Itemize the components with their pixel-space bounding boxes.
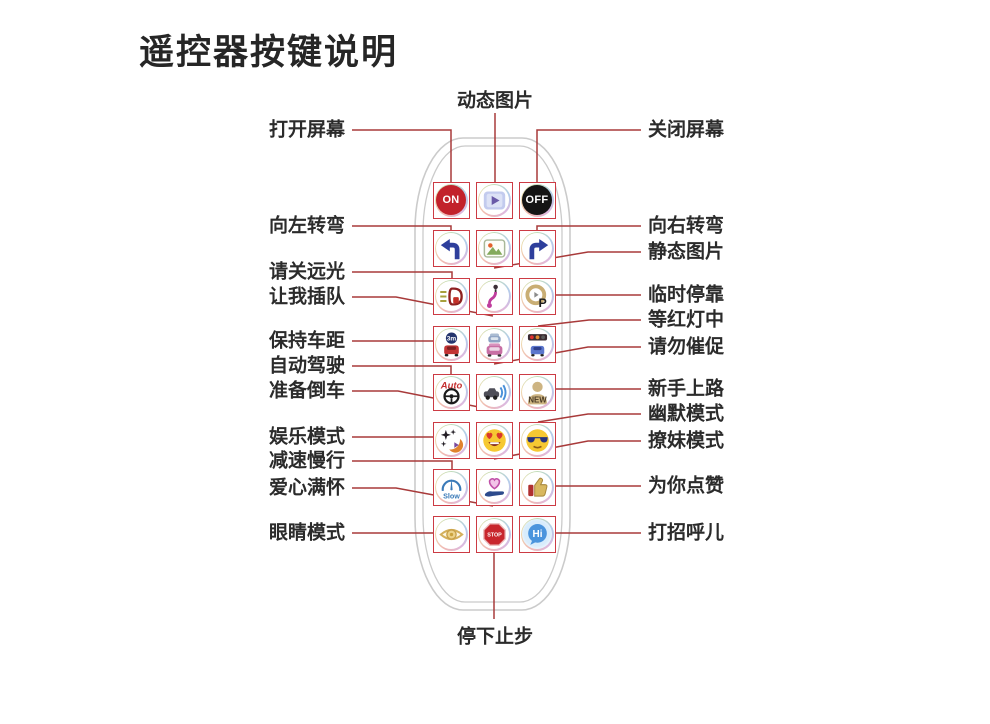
callout-label-no-rush: 请勿催促 (648, 336, 725, 358)
button-reverse-ready[interactable] (475, 373, 513, 411)
lane-merge-icon (486, 284, 498, 308)
hi-bubble-icon: Hi (527, 523, 547, 545)
callout-label-flirt-mode: 撩妹模式 (648, 430, 725, 452)
on-icon: ON (434, 183, 468, 217)
reversing-car-icon (483, 384, 506, 400)
button-static-picture[interactable] (475, 229, 513, 267)
button-turn-left[interactable] (432, 229, 470, 267)
button-love-heart[interactable] (475, 468, 513, 506)
callout-label-entertainment: 娱乐模式 (268, 426, 345, 448)
turn-right-arrow-icon (529, 238, 548, 259)
button-humor-mode[interactable] (518, 421, 556, 459)
callout-label-high-beam-off: 请关远光 (268, 261, 345, 283)
callout-label-stop: 停下止步 (456, 626, 534, 648)
button-screen-on[interactable]: ON (432, 181, 470, 219)
traffic-light-icon (527, 333, 547, 356)
sunglasses-face-icon (525, 428, 549, 452)
stop-text: STOP (487, 532, 502, 538)
off-icon: OFF (520, 183, 554, 217)
slow-text: Slow (443, 491, 460, 500)
callout-label-slow-down: 减速慢行 (268, 450, 345, 472)
callout-label-thumbs-up: 为你点赞 (648, 475, 725, 497)
callout-label-auto-drive: 自动驾驶 (268, 355, 345, 377)
callout-label-new-driver: 新手上路 (648, 378, 725, 400)
car-queue-icon (486, 332, 502, 357)
auto-text: Auto (439, 380, 462, 391)
callout-label-cut-in-line: 让我插队 (268, 286, 345, 308)
on-text: ON (442, 194, 460, 206)
callout-label-screen-off: 关闭屏幕 (648, 119, 725, 141)
off-text: OFF (525, 194, 549, 206)
button-auto-drive[interactable]: Auto (432, 373, 470, 411)
gif-play-icon (483, 191, 505, 209)
button-screen-off[interactable]: OFF (518, 181, 556, 219)
sparkles-icon (440, 428, 463, 453)
turn-left-arrow-icon (440, 238, 459, 259)
button-thumbs-up[interactable] (518, 468, 556, 506)
callout-label-keep-distance: 保持车距 (268, 330, 345, 352)
callout-label-turn-right: 向右转弯 (648, 215, 725, 237)
picture-icon (483, 238, 505, 258)
page-title: 遥控器按键说明 (139, 33, 399, 72)
button-dynamic-picture[interactable] (475, 181, 513, 219)
headlight-icon (439, 286, 463, 306)
remote-inner-outline (422, 145, 563, 603)
distance-car-icon: 3m (443, 331, 459, 356)
callout-label-love-heart: 爱心满怀 (268, 477, 345, 499)
button-new-driver[interactable]: NEW (518, 373, 556, 411)
callout-label-humor-mode: 幽默模式 (648, 403, 725, 425)
button-entertainment-mode[interactable] (432, 421, 470, 459)
button-eye-mode[interactable] (432, 515, 470, 553)
thumbs-up-icon (527, 477, 547, 497)
button-red-light-wait[interactable] (518, 325, 556, 363)
parking-p-text: P (538, 296, 546, 310)
callout-label-eye-mode: 眼睛模式 (268, 522, 345, 544)
callout-label-say-hi: 打招呼儿 (648, 522, 725, 544)
speedometer-icon: Slow (441, 478, 461, 500)
stop-sign-icon: STOP (482, 522, 506, 546)
button-cut-in-line[interactable] (475, 277, 513, 315)
callout-label-temporary-park: 临时停靠 (648, 284, 725, 306)
button-keep-distance[interactable]: 3m (432, 325, 470, 363)
button-stop[interactable]: STOP (475, 515, 513, 553)
button-no-rush[interactable] (475, 325, 513, 363)
button-turn-right[interactable] (518, 229, 556, 267)
button-temporary-park[interactable]: P (518, 277, 556, 315)
hi-text: Hi (532, 529, 542, 540)
heart-eyes-icon (482, 428, 506, 452)
button-say-hi[interactable]: Hi (518, 515, 556, 553)
callout-label-turn-left: 向左转弯 (268, 215, 345, 237)
new-driver-icon: NEW (527, 381, 547, 404)
parking-icon: P (524, 283, 546, 310)
remote-outer-outline (414, 137, 571, 611)
callout-label-dynamic-picture: 动态图片 (456, 90, 534, 112)
callout-label-screen-on: 打开屏幕 (268, 119, 345, 141)
callout-label-red-light-wait: 等红灯中 (648, 309, 725, 331)
heart-hand-icon (484, 477, 504, 497)
button-slow-down[interactable]: Slow (432, 468, 470, 506)
callout-label-static-picture: 静态图片 (648, 241, 725, 263)
eye-icon (438, 528, 464, 540)
distance-3m-text: 3m (446, 335, 456, 342)
steering-wheel-icon: Auto (439, 380, 462, 404)
button-flirt-mode[interactable] (475, 421, 513, 459)
new-text: NEW (528, 395, 547, 404)
button-high-beam-off[interactable] (432, 277, 470, 315)
callout-label-reverse-ready: 准备倒车 (268, 380, 345, 402)
